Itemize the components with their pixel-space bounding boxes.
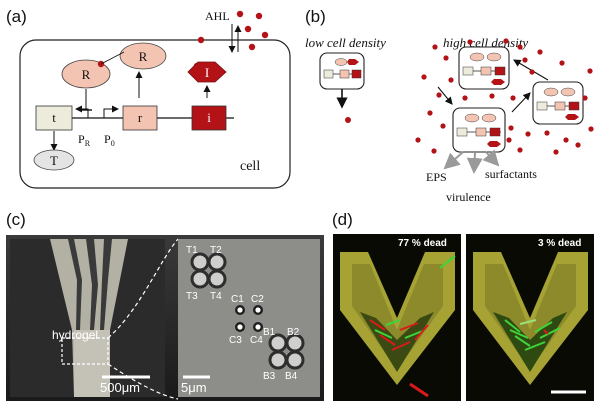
- cell-outline: [19, 39, 291, 189]
- trap-label-c2: C2: [251, 294, 264, 305]
- gene-i: [191, 105, 227, 131]
- panel-d-label: (d): [332, 210, 353, 229]
- panel-a-label: (a): [6, 7, 27, 26]
- virulence-arrow: [466, 152, 483, 174]
- protein-i-label: I: [205, 65, 209, 80]
- protein-t-label: T: [50, 153, 58, 168]
- surfactants-label: surfactants: [485, 167, 537, 181]
- promoter-pr-arrow: [75, 105, 89, 118]
- trap-label-b3: B3: [263, 371, 276, 382]
- protein-r-top-label: R: [139, 49, 148, 64]
- promoter-p0-arrow: [103, 105, 119, 118]
- gene-r-label: r: [138, 110, 143, 125]
- protein-t: [33, 149, 75, 171]
- trap-label-t1: T1: [186, 245, 198, 256]
- trap-label-c3: C3: [229, 335, 242, 346]
- high-density-cell-1: [458, 46, 510, 90]
- trap-label-b2: B2: [287, 327, 300, 338]
- hydrogel-label: hydrogel: [52, 328, 98, 342]
- protein-r-top: [119, 42, 167, 70]
- high-density-cell-2: [532, 81, 584, 125]
- protein-i: [187, 61, 227, 83]
- trap-label-b1: B1: [263, 327, 276, 338]
- eps-arrow: [443, 151, 464, 170]
- gene-t-label: t: [52, 110, 56, 125]
- signal-arrow-3: [437, 86, 453, 105]
- zoom-line-top: [107, 238, 179, 339]
- trap-label-t4: T4: [210, 291, 222, 302]
- panel-d: (d) 77 % dead: [332, 210, 594, 401]
- gene-r: [122, 105, 158, 131]
- panel-a: (a) cell AHL R R I t r: [6, 7, 291, 189]
- panel-c-label: (c): [6, 210, 26, 229]
- panel-b-label: (b): [305, 7, 326, 26]
- high-density-cell-3: [452, 107, 506, 153]
- low-density-cell: [319, 52, 365, 123]
- bacteria-left: [369, 255, 456, 398]
- promoter-pr-label: PR: [78, 132, 91, 148]
- trap-label-t2: T2: [210, 245, 222, 256]
- hydrogel-region: [61, 337, 109, 365]
- protein-r-complex: [61, 59, 111, 89]
- scale-label-left: 500μm: [100, 380, 140, 395]
- fluorescence-right: 3 % dead: [466, 234, 594, 401]
- zoom-line-bottom: [107, 363, 179, 400]
- gene-t: [35, 105, 73, 131]
- surfactants-arrow: [482, 149, 500, 167]
- dead-left-label: 77 % dead: [398, 238, 447, 249]
- signal-arrow-1: [511, 92, 531, 113]
- channel-micrograph: hydrogel 500μm: [10, 239, 165, 397]
- panel-c: (c) hydrogel 500μm: [6, 210, 324, 401]
- eps-label: EPS: [426, 170, 447, 184]
- gene-i-label: i: [207, 110, 211, 125]
- cell-label: cell: [240, 159, 260, 174]
- ahl-cloud: [415, 38, 594, 155]
- trap-label-c4: C4: [250, 335, 263, 346]
- protein-r-complex-label: R: [82, 67, 91, 82]
- trap-label-b4: B4: [285, 371, 298, 382]
- trap-micrograph: T1 T2 T3 T4 C1 C2 C3 C4 B1 B2 B3 B4 5μm: [178, 239, 320, 397]
- binding-line: [100, 51, 125, 65]
- trap-label-c1: C1: [231, 294, 244, 305]
- low-density-title: low cell density: [305, 35, 386, 50]
- fluorescence-left: 77 % dead: [333, 234, 461, 401]
- trap-label-t3: T3: [186, 291, 198, 302]
- promoter-p0-label: P0: [104, 132, 115, 148]
- bacteria-right: [504, 319, 561, 351]
- dead-right-label: 3 % dead: [538, 238, 581, 249]
- ahl-label: AHL: [205, 9, 230, 23]
- scale-label-right: 5μm: [181, 380, 207, 395]
- panel-b: (b) low cell density high cell density: [305, 7, 594, 204]
- virulence-label: virulence: [446, 190, 491, 204]
